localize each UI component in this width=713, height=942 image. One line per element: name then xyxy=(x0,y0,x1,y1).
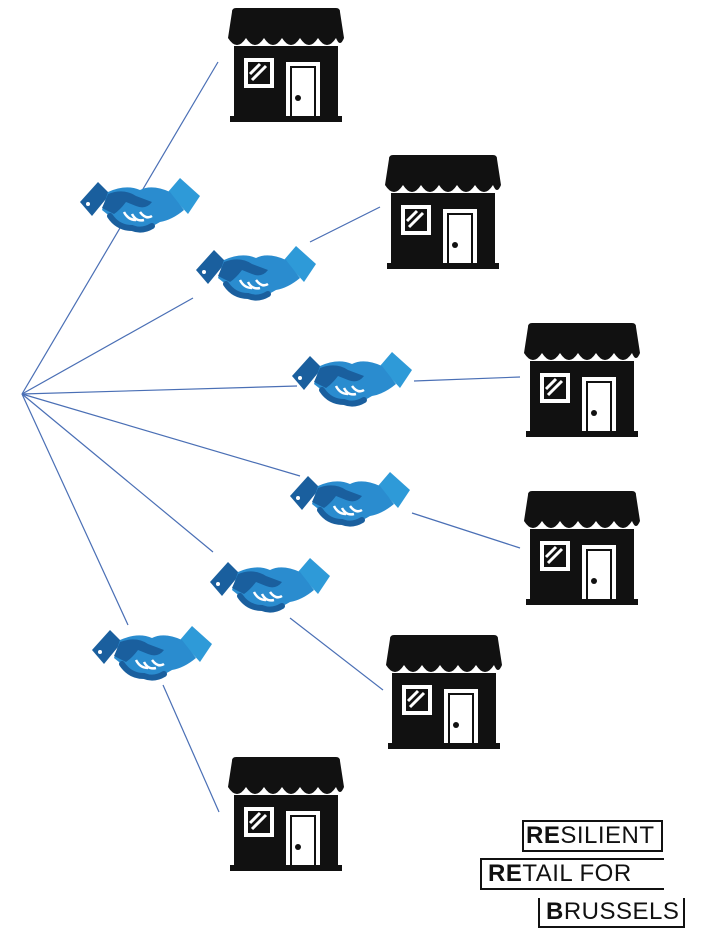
connector-line xyxy=(309,206,381,243)
store-icon xyxy=(522,321,642,439)
store-icon xyxy=(226,6,346,124)
logo-line-brussels: BRUSSELS xyxy=(538,898,686,928)
logo-line-retail-for: RETAIL FOR xyxy=(480,858,664,890)
logo-line-resilient: RESILIENT xyxy=(522,820,663,852)
connector-line xyxy=(413,376,521,382)
store-icon xyxy=(522,489,642,607)
connector-line xyxy=(21,385,298,395)
connector-line xyxy=(21,393,129,626)
store-icon xyxy=(226,755,346,873)
connector-line xyxy=(21,393,214,553)
handshake-icon xyxy=(210,558,330,610)
connector-line xyxy=(411,512,521,549)
connector-line xyxy=(162,684,220,813)
handshake-icon xyxy=(290,472,410,524)
handshake-icon xyxy=(196,246,316,298)
handshake-icon xyxy=(292,352,412,404)
stores xyxy=(226,6,642,873)
connector-line xyxy=(21,297,194,395)
store-icon xyxy=(384,633,504,751)
handshake-icon xyxy=(92,626,212,678)
store-icon xyxy=(383,153,503,271)
handshake-icon xyxy=(80,178,200,230)
connector-line xyxy=(289,617,384,691)
connector-line xyxy=(21,393,301,477)
handshakes xyxy=(80,178,412,678)
resilient-retail-logo: RESILIENT RETAIL FOR BRUSSELS xyxy=(480,818,705,938)
